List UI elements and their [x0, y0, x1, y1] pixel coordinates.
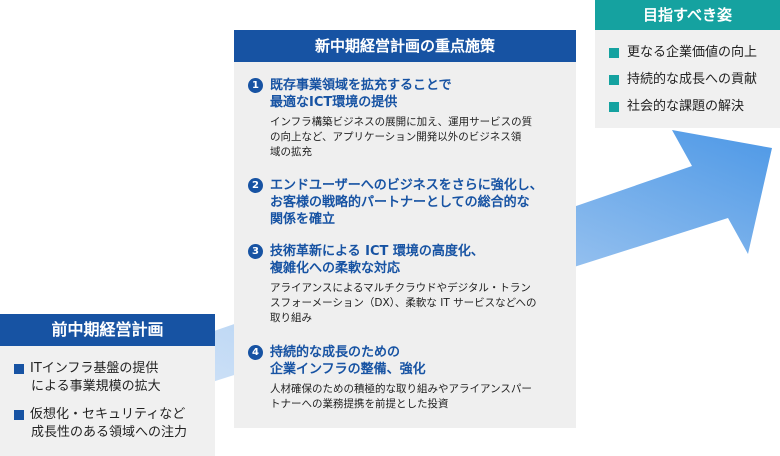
focus-point-title: 既存事業領域を拡充することで 最適なICT環境の提供 [270, 78, 452, 110]
goals-panel: 目指すべき姿 更なる企業価値の向上 持続的な成長への貢献 社会的な課題の解決 [595, 0, 780, 128]
focus-point-description: アライアンスによるマルチクラウドやデジタル・トラン スフォーメーション（DX）、… [270, 282, 537, 324]
goal-item: 持続的な成長への貢献 [609, 71, 757, 89]
focus-point-title: エンドユーザーへのビジネスをさらに強化し、 お客様の戦略的パートナーとしての総合… [270, 178, 543, 227]
focus-point-1: 1 既存事業領域を拡充することで 最適なICT環境の提供 インフラ構築ビジネスの… [248, 77, 562, 160]
focus-point-2: 2 エンドユーザーへのビジネスをさらに強化し、 お客様の戦略的パートナーとしての… [248, 177, 562, 228]
square-bullet-icon [14, 363, 24, 374]
focus-point-title: 持続的な成長のための 企業インフラの整備、強化 [270, 345, 426, 377]
focus-point-3: 3 技術革新による ICT 環境の高度化、 複雑化への柔軟な対応 アライアンスに… [248, 243, 562, 326]
square-bullet-icon [609, 74, 619, 85]
goals-title: 目指すべき姿 [595, 0, 780, 30]
focus-point-title: 技術革新による ICT 環境の高度化、 複雑化への柔軟な対応 [270, 244, 484, 276]
previous-plan-item: 仮想化・セキュリティなど 成長性のある領域への注力 [14, 406, 187, 442]
new-plan-panel: 新中期経営計画の重点施策 1 既存事業領域を拡充することで 最適なICT環境の提… [234, 30, 576, 428]
previous-plan-title: 前中期経営計画 [0, 314, 215, 346]
square-bullet-icon [609, 47, 619, 58]
new-plan-title: 新中期経営計画の重点施策 [234, 30, 576, 62]
goal-item: 社会的な課題の解決 [609, 98, 744, 116]
square-bullet-icon [609, 101, 619, 112]
square-bullet-icon [14, 409, 24, 420]
focus-point-description: 人材確保のための積極的な取り組みやアライアンスパー トナーへの業務提携を前提とし… [270, 383, 532, 410]
number-badge-icon: 2 [248, 178, 263, 193]
focus-point-4: 4 持続的な成長のための 企業インフラの整備、強化 人材確保のための積極的な取り… [248, 344, 562, 412]
previous-plan-item: ITインフラ基盤の提供 による事業規模の拡大 [14, 360, 161, 396]
goal-item: 更なる企業価値の向上 [609, 44, 757, 62]
number-badge-icon: 4 [248, 345, 263, 360]
focus-point-description: インフラ構築ビジネスの展開に加え、運用サービスの質 の向上など、アプリケーション… [270, 116, 533, 158]
number-badge-icon: 3 [248, 244, 263, 259]
previous-plan-panel: 前中期経営計画 ITインフラ基盤の提供 による事業規模の拡大 仮想化・セキュリテ… [0, 314, 215, 456]
number-badge-icon: 1 [248, 78, 263, 93]
